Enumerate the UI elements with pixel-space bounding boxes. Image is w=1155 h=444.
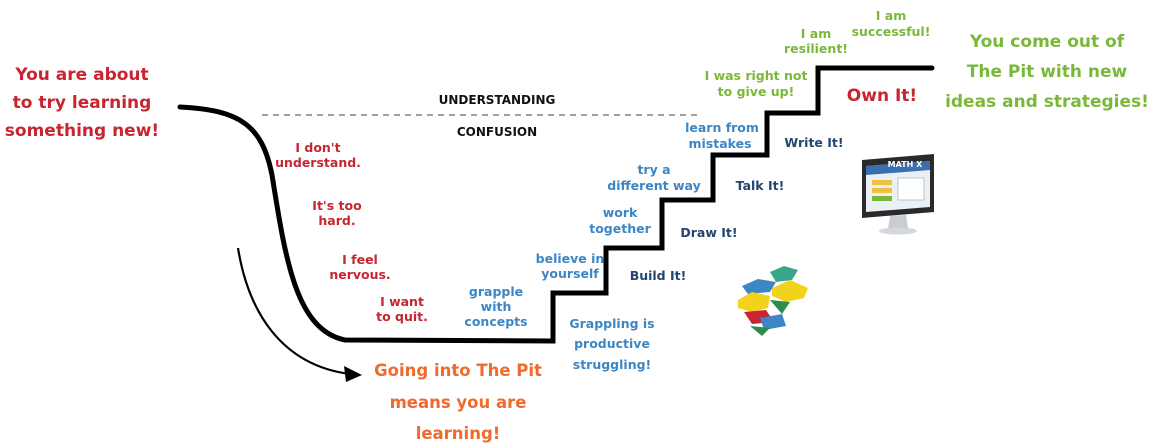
affirmation-item: I am [801, 26, 831, 41]
strategy-item: work [603, 205, 638, 220]
affirmation-item: to give up! [718, 84, 795, 99]
outro-line: ideas and strategies! [945, 92, 1149, 112]
feeling-item: understand. [275, 155, 361, 170]
monitor-icon: MATH X [862, 154, 934, 235]
arrow-icon [236, 247, 362, 382]
grappling-note: Grappling is productive struggling! [569, 316, 654, 372]
feeling-item: I want [380, 294, 424, 309]
pit-message: Going into The Pit means you are learnin… [374, 361, 542, 443]
strategy-item: together [589, 221, 651, 236]
strategy-item: try a [637, 162, 670, 177]
strategy-item: yourself [541, 266, 599, 281]
grappling-line: Grappling is [569, 316, 654, 331]
action-item: Write It! [784, 135, 843, 150]
strategy-item: learn from [685, 120, 759, 135]
action-item: Talk It! [736, 178, 785, 193]
outro-text: You come out of The Pit with new ideas a… [945, 32, 1149, 112]
feeling-item: It's too [312, 198, 362, 213]
pit-message-line: means you are [390, 393, 527, 412]
feeling-item: I don't [295, 140, 340, 155]
action-list: Build It! Draw It! Talk It! Write It! [630, 135, 844, 283]
strategy-item: concepts [464, 314, 527, 329]
affirmation-item: successful! [852, 24, 931, 39]
pit-message-line: learning! [416, 424, 501, 443]
strategy-item: believe in [536, 251, 605, 266]
intro-text: You are about to try learning something … [5, 65, 159, 141]
affirmation-item: I was right not [705, 68, 808, 83]
strategy-item: different way [607, 178, 700, 193]
feeling-list: I don't understand. It's too hard. I fee… [275, 140, 428, 324]
grappling-line: productive [574, 336, 650, 351]
own-it-label: Own It! [847, 86, 917, 106]
affirmation-item: I am [876, 8, 906, 23]
strategy-list: grapple with concepts believe in yoursel… [464, 120, 758, 329]
outro-line: You come out of [969, 32, 1125, 52]
pit-curve [177, 65, 935, 344]
feeling-item: to quit. [376, 309, 428, 324]
pattern-blocks-icon [738, 266, 808, 336]
understanding-label: UNDERSTANDING [439, 93, 556, 107]
feeling-item: nervous. [329, 267, 390, 282]
strategy-item: grapple [469, 284, 523, 299]
intro-line: to try learning [13, 93, 152, 113]
feeling-item: hard. [318, 213, 355, 228]
intro-line: You are about [14, 65, 148, 85]
monitor-logo: MATH X [888, 160, 923, 169]
grappling-line: struggling! [573, 357, 652, 372]
strategy-item: mistakes [688, 136, 751, 151]
strategy-item: with [481, 299, 512, 314]
feeling-item: I feel [342, 252, 378, 267]
affirmation-item: resilient! [784, 41, 848, 56]
intro-line: something new! [5, 121, 159, 141]
affirmation-list: I was right not to give up! I am resilie… [705, 8, 931, 99]
confusion-label: CONFUSION [457, 125, 537, 139]
action-item: Build It! [630, 268, 687, 283]
action-item: Draw It! [680, 225, 737, 240]
outro-line: The Pit with new [967, 62, 1128, 82]
pit-message-line: Going into The Pit [374, 361, 542, 380]
